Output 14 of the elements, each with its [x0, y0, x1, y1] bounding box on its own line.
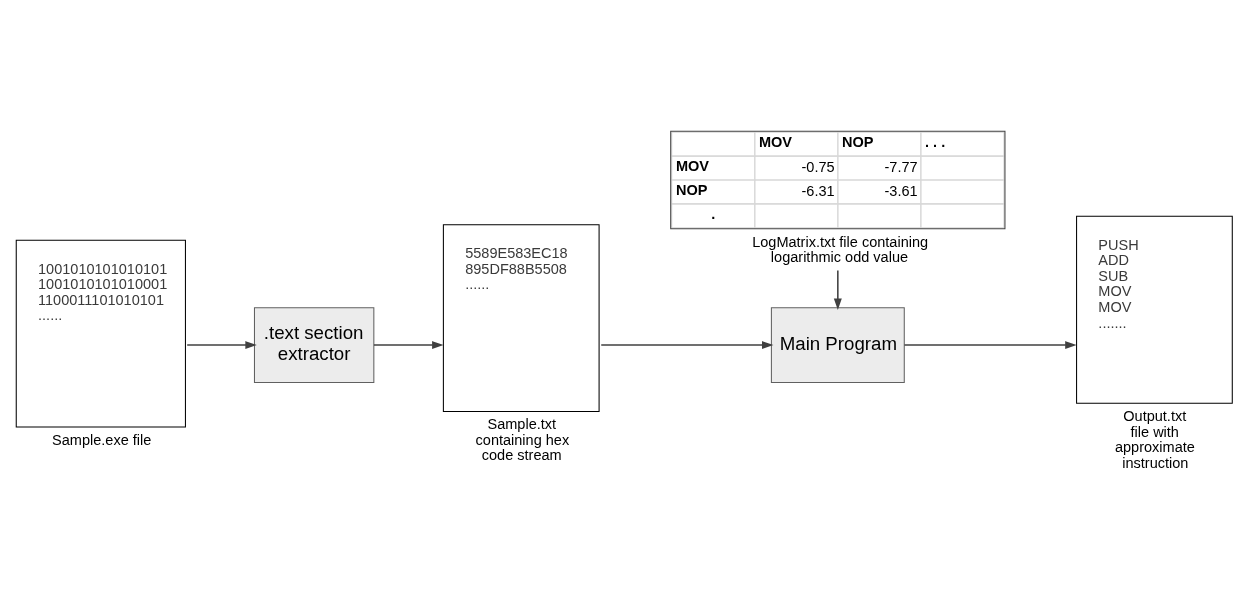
arrow	[373, 340, 444, 349]
node-label: Sample.txt containing hex code stream	[475, 415, 570, 463]
node-box: .text section extractor	[253, 306, 375, 383]
node-box: 1001010101010101 1001010101010001 1100011101010101 ......	[15, 239, 186, 428]
node-box: PUSH ADD SUB MOV MOV .......	[1076, 215, 1233, 404]
arrow	[833, 269, 842, 310]
node-label: LogMatrix.txt file containing logarithmic odd value	[752, 233, 929, 265]
node-box: 5589E583EC18 895DF88B5508 ......	[442, 223, 600, 412]
node-label: Sample.exe file	[52, 431, 152, 448]
arrow	[186, 340, 257, 349]
arrow	[600, 340, 774, 349]
node-label: Output.txt file with approximate instruction	[1114, 407, 1195, 471]
node-box: Main Program	[770, 306, 905, 383]
arrow	[903, 340, 1077, 349]
